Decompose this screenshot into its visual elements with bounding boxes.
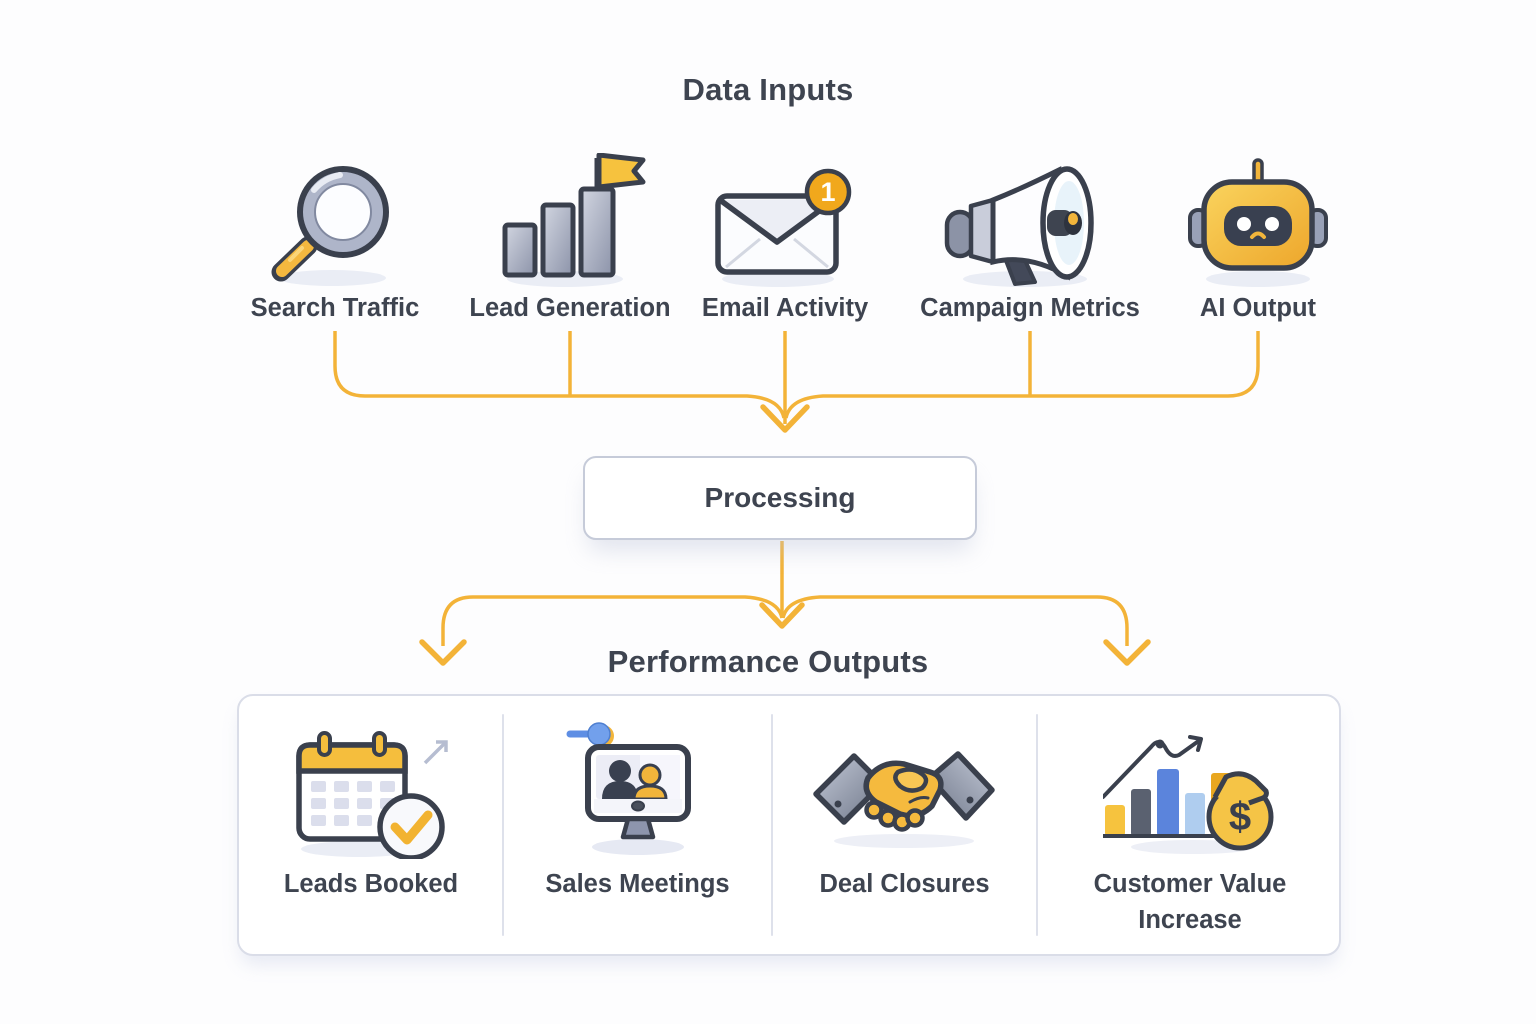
- handshake-icon: [813, 751, 995, 848]
- processing-node: Processing: [583, 456, 977, 540]
- input-label: Campaign Metrics: [920, 294, 1140, 322]
- dollar-sign: $: [1228, 795, 1250, 839]
- processing-label: Processing: [704, 482, 856, 513]
- output-label: Customer Value Increase: [1093, 870, 1287, 935]
- output-item-deal-closures: Deal Closures: [772, 696, 1037, 954]
- cell-divider: [502, 714, 504, 936]
- unread-count: 1: [820, 177, 835, 207]
- input-label: Email Activity: [701, 294, 869, 322]
- input-item-search-traffic: Search Traffic: [215, 130, 455, 323]
- input-label: Search Traffic: [250, 294, 420, 322]
- magnifier-icon: [271, 166, 389, 286]
- data-inputs-title: Data Inputs: [682, 72, 854, 107]
- input-item-lead-generation: Lead Generation: [450, 130, 690, 323]
- bar-chart-flag-icon: [502, 153, 645, 287]
- input-merge-arrow: [333, 331, 1260, 433]
- input-item-ai-output: AI Output: [1138, 130, 1378, 323]
- envelope-icon: 1: [715, 168, 852, 287]
- output-label: Leads Booked: [283, 870, 459, 898]
- cell-divider: [1036, 714, 1038, 936]
- megaphone-icon: [944, 166, 1094, 287]
- cell-divider: [771, 714, 773, 936]
- video-meeting-icon: [566, 722, 691, 855]
- robot-icon: [1188, 158, 1328, 287]
- output-item-sales-meetings: Sales Meetings: [503, 696, 772, 954]
- performance-outputs-title: Performance Outputs: [607, 644, 929, 679]
- bar-chart-money-icon: $: [1102, 735, 1273, 854]
- input-item-campaign-metrics: Campaign Metrics: [910, 130, 1150, 323]
- output-item-customer-value-increase: $ Customer Value Increase: [1037, 696, 1343, 954]
- output-label: Sales Meetings: [545, 870, 730, 898]
- input-label: Lead Generation: [469, 294, 671, 322]
- unread-badge: [804, 168, 852, 216]
- output-item-leads-booked: Leads Booked: [239, 696, 503, 954]
- output-label: Deal Closures: [819, 870, 990, 898]
- input-label: AI Output: [1199, 294, 1317, 322]
- input-item-email-activity: 1 Email Activity: [665, 130, 905, 323]
- performance-outputs-panel: Leads Booked: [237, 694, 1341, 956]
- calendar-check-icon: [295, 731, 448, 859]
